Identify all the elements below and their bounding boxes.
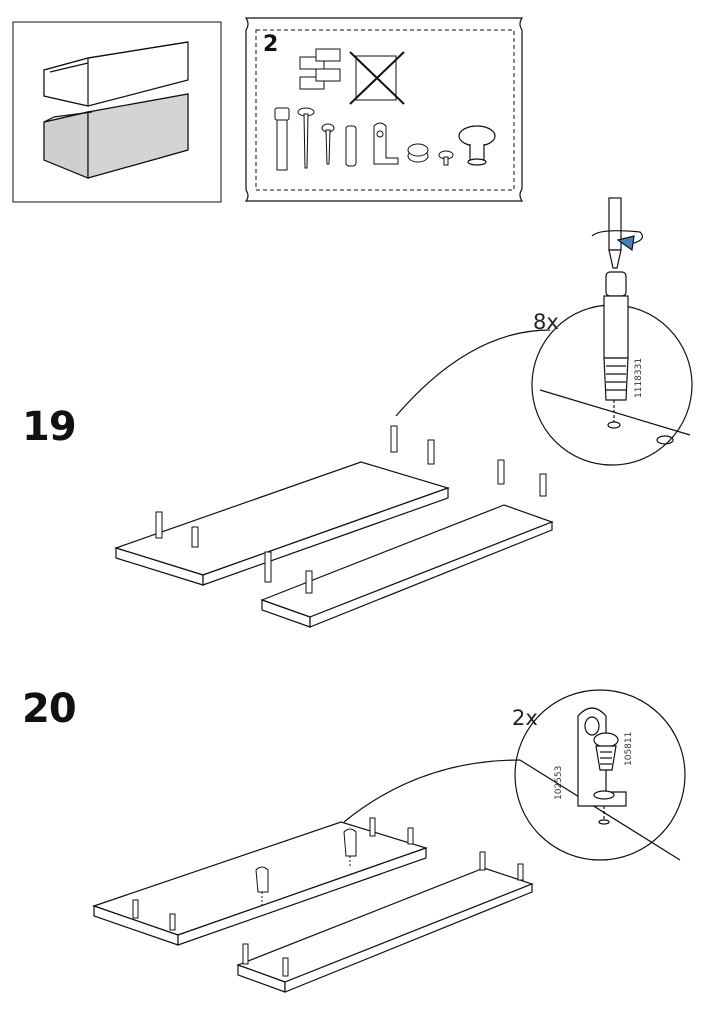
- short-screw-icon: [321, 123, 335, 165]
- callout-leader-19: [395, 329, 551, 417]
- part-number-19: 1118331: [634, 357, 644, 398]
- parts-count-label: 2: [263, 32, 279, 57]
- quantity-label-20: 2x: [512, 706, 538, 730]
- board-surface-in-callout-20: [519, 759, 681, 861]
- dowels-step-20: [132, 817, 524, 977]
- knob-icon: [458, 125, 496, 166]
- cam-dowel-closeup: [603, 271, 629, 422]
- side-panel-board-19: [114, 461, 450, 586]
- drawer-upper-icon: [43, 41, 189, 107]
- cam-dowel-icon: [274, 107, 290, 171]
- step-number-19: 19: [22, 404, 77, 450]
- front-panel-board-19: [260, 504, 554, 628]
- screwdriver-icon: [608, 197, 622, 269]
- brackets-step-20: [255, 828, 357, 905]
- callout-leader-20: [343, 759, 521, 823]
- long-screw-icon: [297, 107, 315, 169]
- dowels-step-19: [155, 425, 547, 594]
- cam-lock-icon: [407, 143, 429, 163]
- quantity-label-19: 8x: [533, 310, 559, 334]
- drawer-preview-frame: [12, 21, 222, 203]
- step-number-20: 20: [22, 686, 77, 732]
- front-panel-board-20: [236, 867, 534, 993]
- small-screw-icon: [438, 150, 454, 166]
- crossed-out-part-icon: [349, 51, 405, 105]
- wood-dowel-icon: [345, 125, 357, 167]
- screw-closeup: [593, 732, 619, 771]
- dowel-pair-icon: [299, 48, 341, 90]
- drawer-lower-icon: [43, 93, 189, 179]
- part-number-screw: 105811: [624, 731, 634, 766]
- bracket-icon: [373, 122, 399, 165]
- rotation-arrow-icon: [591, 230, 643, 252]
- part-number-bracket: 102553: [554, 765, 564, 800]
